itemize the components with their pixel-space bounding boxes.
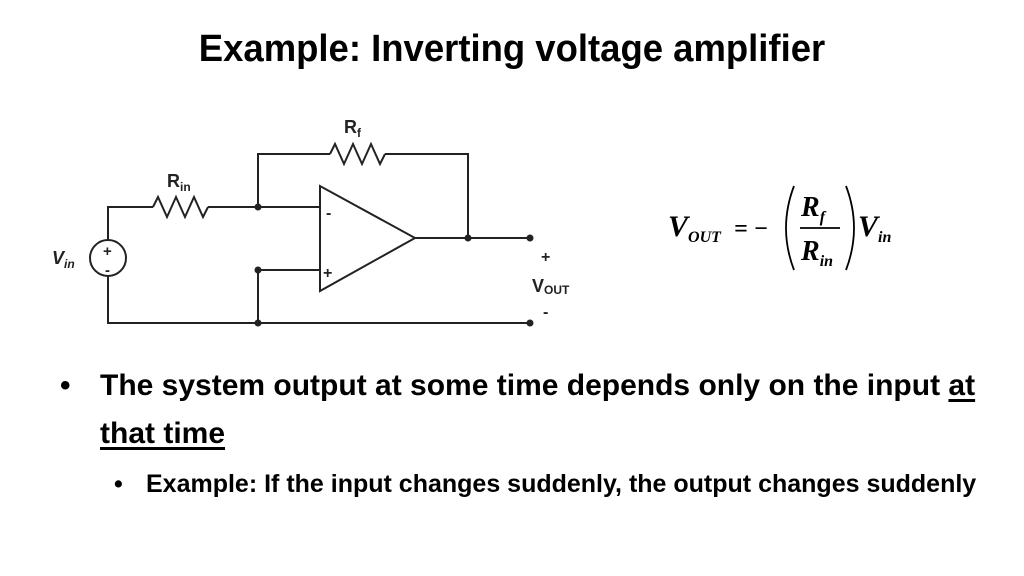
gain-formula: VOUT = − Rf Rin Vin <box>668 185 891 271</box>
bullet-sub-text: Example: If the input changes suddenly, … <box>146 470 977 498</box>
ground-wire <box>107 276 530 324</box>
bullet-list: • The system output at some time depends… <box>60 362 980 504</box>
junction-dot <box>254 266 262 274</box>
bullet-item-sub: • Example: If the input changes suddenly… <box>60 464 980 504</box>
feedback-wire <box>257 153 330 207</box>
vin-label: Vin <box>52 248 75 271</box>
opamp-plus-sign: + <box>323 265 332 282</box>
rf-resistor <box>329 141 386 167</box>
vout-label: VOUT <box>532 276 570 297</box>
rin-label: Rin <box>167 171 191 194</box>
source-plus-sign: + <box>103 243 112 260</box>
right-paren <box>845 185 855 271</box>
vout-minus-sign: - <box>543 304 548 321</box>
formula-vout: VOUT <box>668 210 722 246</box>
slide-title: Example: Inverting voltage amplifier <box>198 28 826 70</box>
source-minus-sign: - <box>105 262 110 279</box>
input-wire-top <box>107 206 153 240</box>
noninverting-wire <box>257 269 320 323</box>
bullet-main-underlined: at that time <box>100 369 976 450</box>
voltage-source <box>89 239 127 277</box>
output-terminal <box>526 234 534 242</box>
formula-numerator: Rf <box>800 192 827 226</box>
junction-dot <box>254 319 262 327</box>
output-terminal <box>526 319 534 327</box>
junction-dot <box>464 234 472 242</box>
rf-label: Rf <box>344 117 362 140</box>
bullet-item-main: • The system output at some time depends… <box>60 362 980 458</box>
bullet-dot: • <box>60 369 71 402</box>
formula-vin: Vin <box>858 210 891 246</box>
vout-plus-sign: + <box>541 249 550 266</box>
junction-dot <box>254 203 262 211</box>
left-paren <box>785 185 795 271</box>
inverting-amplifier-circuit: Rf Rin Vin + - - + + VOUT - <box>52 117 570 327</box>
formula-equals-minus: = − <box>734 216 768 242</box>
rin-resistor <box>152 194 209 220</box>
formula-denominator: Rin <box>800 236 833 270</box>
bullet-main-text: The system output at some time depends o… <box>100 369 949 402</box>
opamp-triangle <box>319 184 418 293</box>
feedback-wire-right <box>385 153 469 238</box>
sub-bullet-dot: • <box>114 470 123 498</box>
opamp-minus-sign: - <box>326 205 331 222</box>
